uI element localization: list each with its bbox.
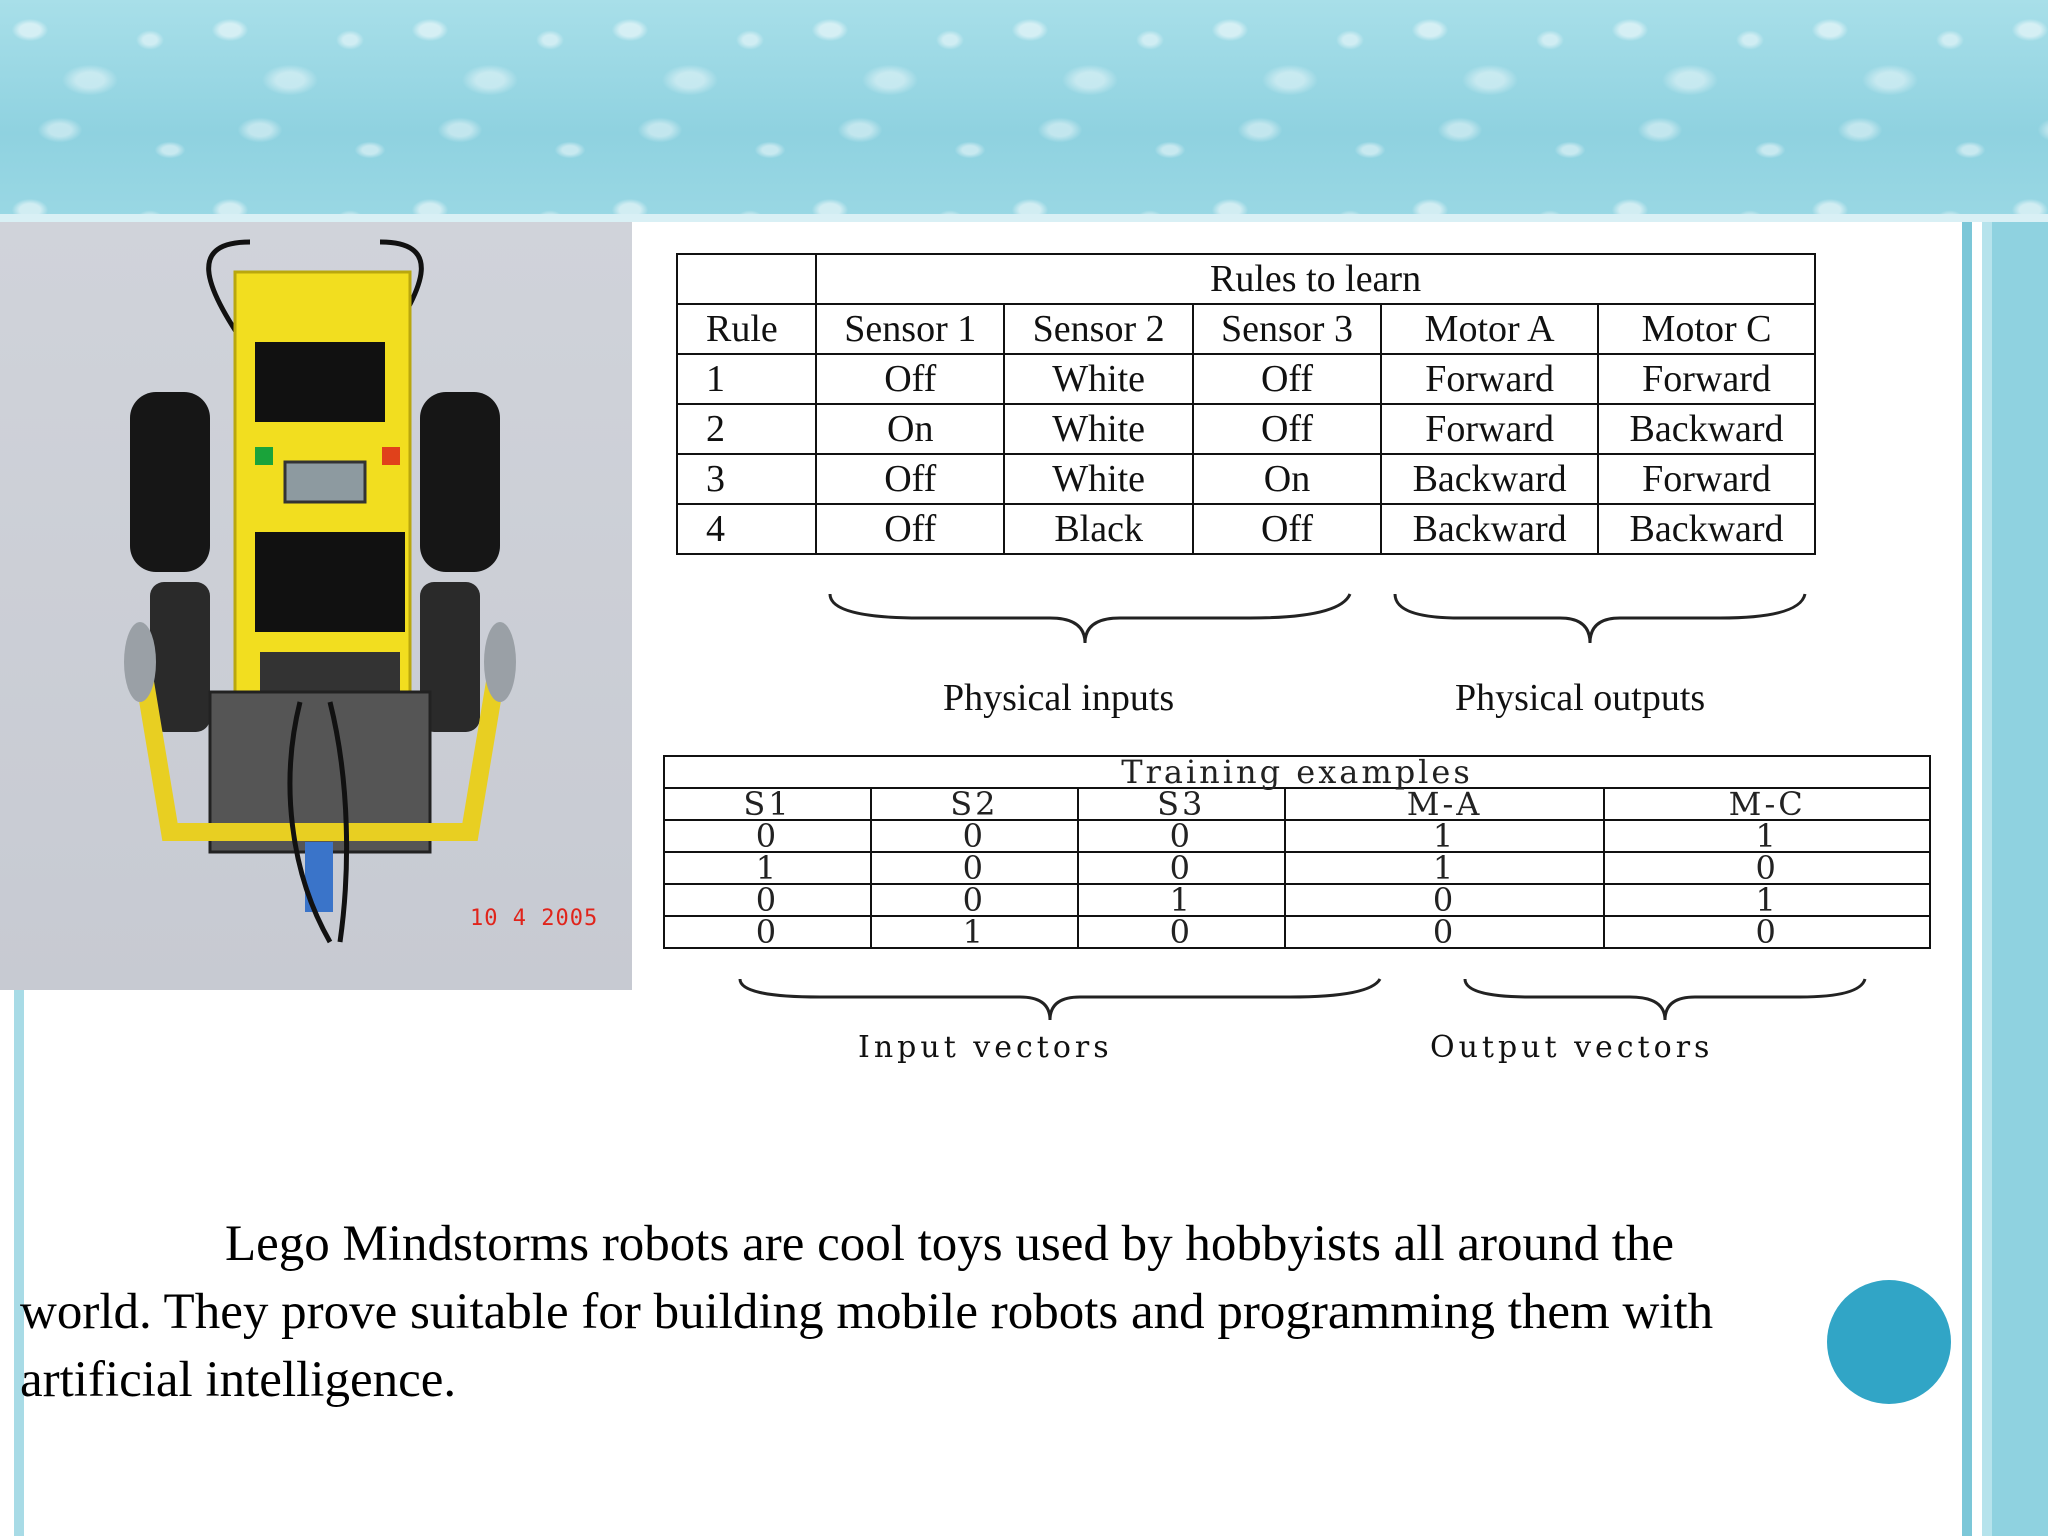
robot-photo: 10 4 2005: [0, 222, 632, 990]
table-cell: 0: [1076, 915, 1286, 949]
table-cell: Off: [1191, 353, 1383, 405]
rule-number: 1: [675, 353, 818, 405]
training-header: M-C: [1603, 787, 1931, 821]
table-cell: 1: [869, 915, 1079, 949]
rules-header: Motor A: [1380, 303, 1600, 355]
rules-header: Sensor 1: [815, 303, 1006, 355]
rules-table-corner: [675, 253, 818, 305]
table-cell: 0: [1603, 915, 1931, 949]
table-cell: 0: [663, 819, 872, 853]
side-stripe: [1962, 222, 1972, 1536]
table-cell: 0: [869, 883, 1079, 917]
table-row: 3 Off White On Backward Forward: [675, 453, 1816, 505]
table-cell: Backward: [1597, 503, 1816, 555]
table-cell: 1: [1076, 883, 1286, 917]
table-row: 0 0 0 1 1: [663, 819, 1931, 853]
rule-number: 4: [675, 503, 818, 555]
rules-header: Sensor 2: [1003, 303, 1194, 355]
side-stripe: [1972, 222, 1982, 1536]
table-cell: 0: [869, 851, 1079, 885]
table-cell: White: [1003, 353, 1194, 405]
banner-edge: [0, 214, 2048, 222]
table-cell: Backward: [1380, 503, 1600, 555]
grouping-braces: [828, 593, 1807, 644]
table-row: 1 Off White Off Forward Forward: [675, 353, 1816, 405]
table-cell: Off: [1191, 403, 1383, 455]
rules-table: Rules to learn Rule Sensor 1 Sensor 2 Se…: [675, 253, 1816, 555]
table-cell: 1: [1603, 819, 1931, 853]
rule-number: 2: [675, 403, 818, 455]
rules-table-caption: Rules to learn: [815, 253, 1816, 305]
rules-header-row: Rule Sensor 1 Sensor 2 Sensor 3 Motor A …: [675, 303, 1816, 355]
table-row: 1 0 0 1 0: [663, 851, 1931, 885]
water-drops-banner: [0, 0, 2048, 222]
rules-header: Motor C: [1597, 303, 1816, 355]
table-cell: On: [815, 403, 1006, 455]
table-cell: Off: [815, 503, 1006, 555]
training-header-row: S1 S2 S3 M-A M-C: [663, 787, 1931, 821]
inputs-brace: [828, 593, 1352, 644]
input-vectors-brace: [738, 978, 1382, 1021]
table-cell: 1: [1283, 851, 1606, 885]
training-table-caption: Training examples: [663, 755, 1931, 789]
table-cell: 0: [1283, 915, 1606, 949]
table-cell: 0: [1603, 851, 1931, 885]
rules-header: Sensor 3: [1191, 303, 1383, 355]
side-stripe: [1992, 222, 2048, 1536]
table-cell: On: [1191, 453, 1383, 505]
table-cell: 1: [1283, 819, 1606, 853]
table-cell: 1: [663, 851, 872, 885]
table-cell: 0: [663, 883, 872, 917]
training-header: S3: [1076, 787, 1286, 821]
table-cell: White: [1003, 453, 1194, 505]
rule-number: 3: [675, 453, 818, 505]
table-cell: Backward: [1597, 403, 1816, 455]
lego-robot-illustration: [124, 239, 516, 944]
output-vectors-label: Output vectors: [1430, 1030, 1714, 1065]
rules-header: Rule: [675, 303, 818, 355]
table-cell: White: [1003, 403, 1194, 455]
table-cell: 0: [1283, 883, 1606, 917]
table-cell: Forward: [1597, 453, 1816, 505]
table-cell: 0: [1076, 851, 1286, 885]
table-cell: Off: [815, 453, 1006, 505]
table-cell: Off: [815, 353, 1006, 405]
accent-circle: [1827, 1280, 1951, 1404]
table-cell: Forward: [1380, 403, 1600, 455]
training-header: S2: [869, 787, 1079, 821]
table-cell: 0: [869, 819, 1079, 853]
left-border-line: [14, 990, 24, 1536]
physical-inputs-label: Physical inputs: [943, 677, 1175, 719]
table-cell: 0: [663, 915, 872, 949]
photo-date-stamp: 10 4 2005: [470, 906, 599, 931]
vector-braces: [738, 978, 1867, 1021]
output-vectors-brace: [1463, 978, 1867, 1021]
table-cell: Off: [1191, 503, 1383, 555]
training-header: S1: [663, 787, 872, 821]
table-row: 0 0 1 0 1: [663, 883, 1931, 917]
table-row: 4 Off Black Off Backward Backward: [675, 503, 1816, 555]
slide-caption: Lego Mindstorms robots are cool toys use…: [20, 1216, 1714, 1408]
table-cell: 1: [1603, 883, 1931, 917]
table-row: 2 On White Off Forward Backward: [675, 403, 1816, 455]
table-cell: Backward: [1380, 453, 1600, 505]
training-header: M-A: [1283, 787, 1606, 821]
table-cell: Black: [1003, 503, 1194, 555]
table-cell: Forward: [1597, 353, 1816, 405]
physical-outputs-label: Physical outputs: [1455, 677, 1706, 719]
table-row: 0 1 0 0 0: [663, 915, 1931, 949]
table-cell: Forward: [1380, 353, 1600, 405]
training-table: Training examples S1 S2 S3 M-A M-C 0 0 0…: [663, 755, 1931, 949]
table-cell: 0: [1076, 819, 1286, 853]
input-vectors-label: Input vectors: [858, 1030, 1113, 1065]
side-stripe: [1982, 222, 1992, 1536]
outputs-brace: [1393, 593, 1807, 644]
